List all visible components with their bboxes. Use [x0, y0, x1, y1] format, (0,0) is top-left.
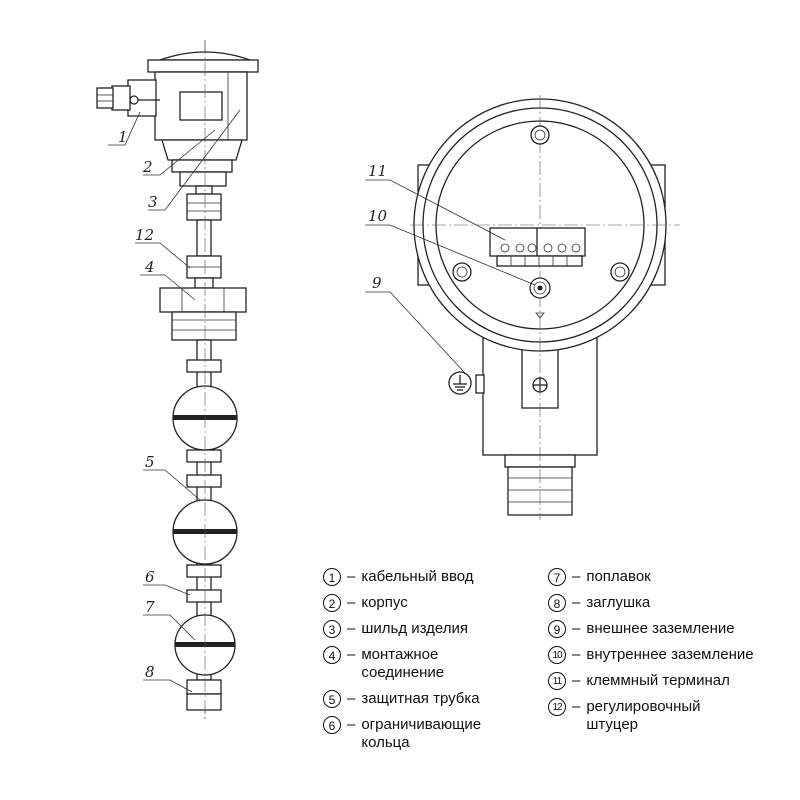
legend-text: монтажное соединение: [361, 646, 445, 681]
legend-item: 4–монтажное соединение: [323, 646, 511, 682]
legend-item: 12–регулировочный штуцер: [548, 698, 800, 734]
legend-number: 11: [548, 672, 566, 690]
callout-3: 3: [148, 193, 158, 211]
callout-5: 5: [145, 453, 155, 471]
legend-text: защитная трубка: [361, 690, 480, 707]
legend-number: 8: [548, 594, 566, 612]
legend-text: внешнее заземление: [586, 620, 735, 637]
dash: –: [347, 690, 356, 707]
callout-12: 12: [135, 226, 154, 244]
side-view: 1 2 3 12 4 5 6 7 8: [96, 40, 259, 720]
legend-col-2: 7–поплавок 8–заглушка 9–внешнее заземлен…: [548, 568, 800, 742]
dash: –: [347, 568, 356, 585]
legend-item: 6–ограничивающие кольца: [323, 716, 511, 752]
callout-11: 11: [368, 162, 387, 180]
legend-text: шильд изделия: [361, 620, 469, 637]
callout-7: 7: [145, 598, 155, 616]
legend-item: 8–заглушка: [548, 594, 800, 612]
cap-rim: [147, 59, 259, 73]
legend-text: заглушка: [586, 594, 651, 611]
internal-ground: [529, 277, 551, 319]
callout-1: 1: [118, 128, 128, 146]
callout-9: 9: [372, 274, 382, 292]
legend-text: ограничивающие кольца: [361, 716, 482, 751]
mounting-connection: [159, 287, 247, 313]
dash: –: [347, 620, 356, 637]
dash: –: [572, 594, 581, 611]
dash: –: [347, 646, 356, 663]
legend-item: 2–корпус: [323, 594, 511, 612]
legend-number: 7: [548, 568, 566, 586]
legend-item: 1–кабельный ввод: [323, 568, 511, 586]
legend-item: 7–поплавок: [548, 568, 800, 586]
dash: –: [572, 698, 581, 715]
legend-text: клеммный терминал: [586, 672, 730, 689]
legend-number: 3: [323, 620, 341, 638]
legend-text: кабельный ввод: [361, 568, 474, 585]
callout-8: 8: [145, 663, 155, 681]
external-ground-icon: [448, 371, 472, 395]
legend-number: 5: [323, 690, 341, 708]
dash: –: [572, 672, 581, 689]
legend-item: 3–шильд изделия: [323, 620, 511, 638]
legend-text: внутреннее заземление: [586, 646, 754, 663]
legend-number: 10: [548, 646, 566, 664]
callout-6: 6: [145, 568, 155, 586]
limit-ring: [186, 589, 222, 603]
nameplate: [179, 91, 223, 121]
screw: [452, 125, 630, 282]
dash: –: [572, 646, 581, 663]
legend-text: поплавок: [586, 568, 651, 585]
legend-item: 9–внешнее заземление: [548, 620, 800, 638]
dash: –: [572, 568, 581, 585]
legend-number: 9: [548, 620, 566, 638]
callout-2: 2: [142, 158, 153, 176]
legend-number: 4: [323, 646, 341, 664]
legend-number: 6: [323, 716, 341, 734]
legend-number: 2: [323, 594, 341, 612]
legend-item: 5–защитная трубка: [323, 690, 511, 708]
legend-item: 11–клеммный терминал: [548, 672, 800, 690]
callout-4: 4: [144, 258, 155, 276]
dash: –: [347, 594, 356, 611]
legend-number: 1: [323, 568, 341, 586]
legend-col-1: 1–кабельный ввод 2–корпус 3–шильд издели…: [323, 568, 511, 760]
dash: –: [572, 620, 581, 637]
cable-gland: [96, 79, 160, 117]
terminal-block: [489, 227, 586, 267]
legend-number: 12: [548, 698, 566, 716]
front-view: 11 10 9: [365, 95, 680, 520]
legend-text: корпус: [361, 594, 408, 611]
legend-text: регулировочный штуцер: [586, 698, 701, 733]
callout-10: 10: [368, 207, 388, 225]
dash: –: [347, 716, 356, 733]
legend-item: 10–внутреннее заземление: [548, 646, 800, 664]
end-plug: [186, 679, 222, 695]
